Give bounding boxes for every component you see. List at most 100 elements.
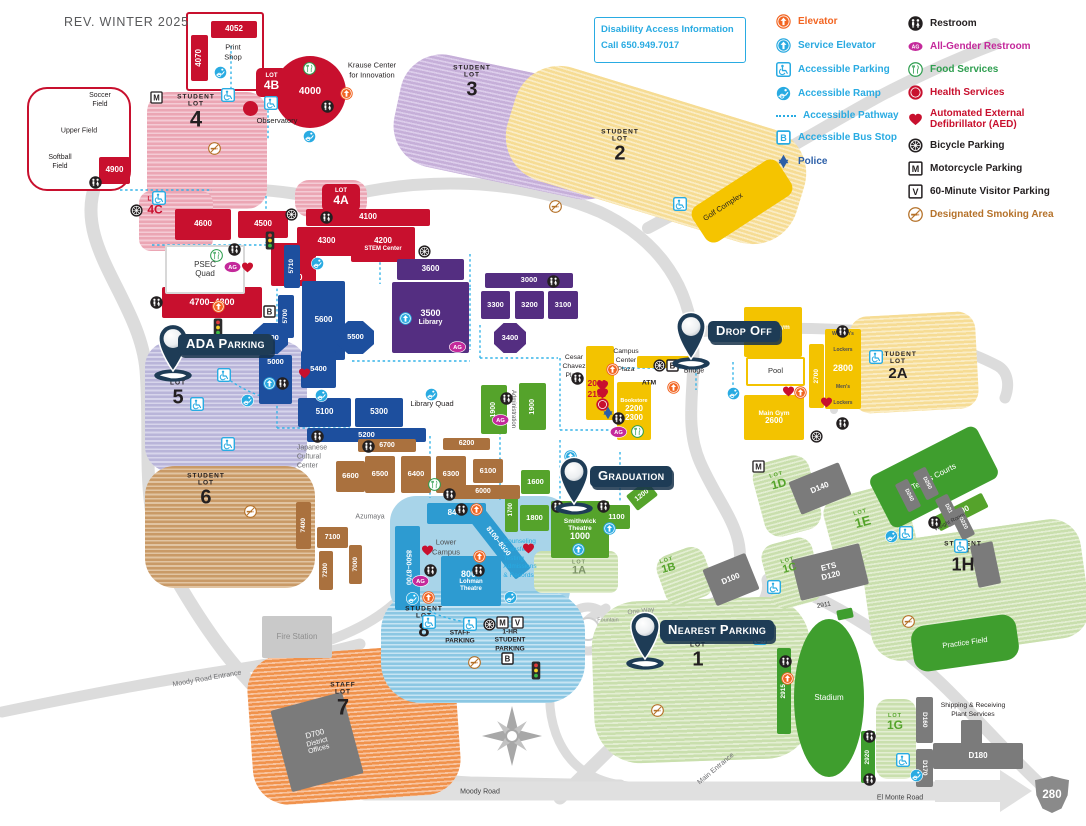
- lot-area-lot-1g: [876, 699, 916, 779]
- legend-item-police: Police: [776, 154, 899, 169]
- accessible-parking-icon: [896, 753, 910, 767]
- building-5500: 5500: [337, 321, 374, 354]
- svg-text:AG: AG: [228, 265, 237, 271]
- building-d100-label: D100: [720, 570, 742, 587]
- elevator-icon: [605, 362, 619, 376]
- building-4070: 4070: [191, 35, 208, 81]
- accessible-parking-icon: [422, 615, 436, 629]
- building-4300: 4300: [297, 227, 356, 256]
- service-elevator-icon: [602, 521, 616, 535]
- legend-item-label: Elevator: [798, 16, 838, 27]
- building-3600: 3600: [397, 259, 464, 280]
- motorcycle-parking-icon: M: [495, 615, 509, 629]
- map-pin-nearest-parking[interactable]: [626, 610, 664, 661]
- label-staff: STAFF PARKING: [445, 629, 475, 645]
- building-5710: 5710: [284, 245, 300, 288]
- accessible-bus-stop-icon: B: [776, 130, 791, 145]
- building-7400: 7400: [296, 502, 311, 549]
- legend-item-label: Accessible Pathway: [803, 110, 899, 121]
- pin-label-nearest-parking[interactable]: Nearest Parking: [660, 620, 775, 641]
- service-elevator-icon: [571, 542, 585, 556]
- motorcycle-parking-icon: M: [149, 90, 163, 104]
- building-stadium: Stadium: [794, 619, 864, 777]
- svg-text:B: B: [780, 133, 787, 143]
- building-5300-label: 5300: [370, 407, 388, 417]
- all-gender-restroom-icon: AG: [411, 575, 429, 587]
- disability-info-box: Disability Access Information Call 650.9…: [594, 17, 746, 63]
- building-d250-label: D250: [921, 475, 933, 491]
- label-soccer: Soccer Field: [89, 91, 111, 108]
- lot-label-text: LOT: [611, 136, 628, 143]
- bicycle-parking-icon: [652, 358, 666, 372]
- health-services-icon: [908, 85, 923, 100]
- pin-label-ada-parking[interactable]: ADA Parking: [178, 334, 273, 355]
- all-gender-restroom-icon: AG: [491, 414, 509, 426]
- legend-item-label: Food Services: [930, 64, 999, 75]
- lot-number: 1: [692, 648, 704, 671]
- label-azumaya: Azumaya: [355, 513, 385, 521]
- motorcycle-parking-icon: M: [751, 459, 765, 473]
- building-4600: 4600: [175, 209, 231, 240]
- building-main-gym-2600-label: 2600: [765, 415, 783, 425]
- building-3100: 3100: [548, 291, 578, 319]
- building-6200: 6200: [443, 438, 490, 450]
- pin-label-graduation[interactable]: Graduation: [590, 466, 673, 487]
- aed-heart-icon: [298, 367, 311, 380]
- building-3000-label: 3000: [520, 275, 538, 285]
- building-6100-label: 6100: [479, 465, 497, 475]
- building-7000: 7000: [349, 545, 362, 584]
- building-women-s-lockers-2800-men-s-lockers-label: Lockers: [833, 347, 853, 354]
- lot-number: 4: [189, 106, 203, 132]
- building-3000: 3000: [485, 273, 573, 288]
- restroom-icon: [862, 729, 876, 743]
- lot-label-text: STAFF: [330, 681, 356, 689]
- building-4500: 4500: [238, 211, 288, 238]
- lot-label-text: STUDENT: [177, 93, 215, 101]
- legend-item-label: Designated Smoking Area: [930, 209, 1054, 220]
- svg-text:B: B: [504, 654, 510, 663]
- map-pin-drop-off[interactable]: [672, 310, 710, 361]
- elevator-icon: [666, 380, 680, 394]
- bicycle-parking-icon: [284, 207, 298, 221]
- building-3400: 3400: [494, 323, 526, 353]
- accessible-parking-icon: [463, 617, 477, 631]
- restroom-icon: [320, 99, 334, 113]
- disability-info-line1: Disability Access Information: [601, 24, 734, 35]
- legend-item-label: Automated External Defibrillator (AED): [930, 108, 1025, 130]
- aed-heart-icon: [522, 542, 535, 555]
- all-gender-restroom-icon: AG: [223, 261, 241, 273]
- building-8500-8700-label: 8500–8700: [404, 550, 412, 586]
- accessible-parking-icon: [767, 580, 781, 594]
- aed-heart-icon: [421, 544, 434, 557]
- building-practice-field-label: Practice Field: [941, 634, 989, 651]
- bicycle-parking-icon: [417, 244, 431, 258]
- building-6500: 6500: [365, 456, 395, 493]
- building-5200-label: 5200: [358, 429, 375, 439]
- legend-item-service-elevator: Service Elevator: [776, 38, 899, 53]
- compass-rose: [482, 706, 542, 766]
- svg-text:V: V: [514, 618, 520, 627]
- pin-label-drop-off[interactable]: Drop Off: [708, 321, 781, 342]
- building-lot-4b-label: LOT: [265, 72, 278, 79]
- lot-number: 6: [200, 486, 212, 509]
- legend-item-elevator: Elevator: [776, 14, 899, 29]
- designated-smoking-icon: [467, 655, 481, 669]
- motorcycle-parking-icon: M: [908, 161, 923, 176]
- svg-text:M: M: [912, 164, 920, 174]
- visitor-parking-icon: V: [908, 184, 923, 199]
- accessible-ramp-icon: [503, 590, 517, 604]
- map-pin-graduation[interactable]: [555, 455, 593, 506]
- building-3200-label: 3200: [521, 299, 538, 309]
- accessible-ramp-icon: [310, 256, 324, 270]
- building-2700-label: 2700: [812, 368, 820, 384]
- designated-smoking-icon: [207, 141, 221, 155]
- accessible-ramp-icon: [884, 529, 898, 543]
- highway-280-shield: 280: [1035, 776, 1069, 813]
- aed-heart-icon: [782, 385, 795, 398]
- restroom-icon: [862, 772, 876, 786]
- accessible-parking-icon: [869, 350, 883, 364]
